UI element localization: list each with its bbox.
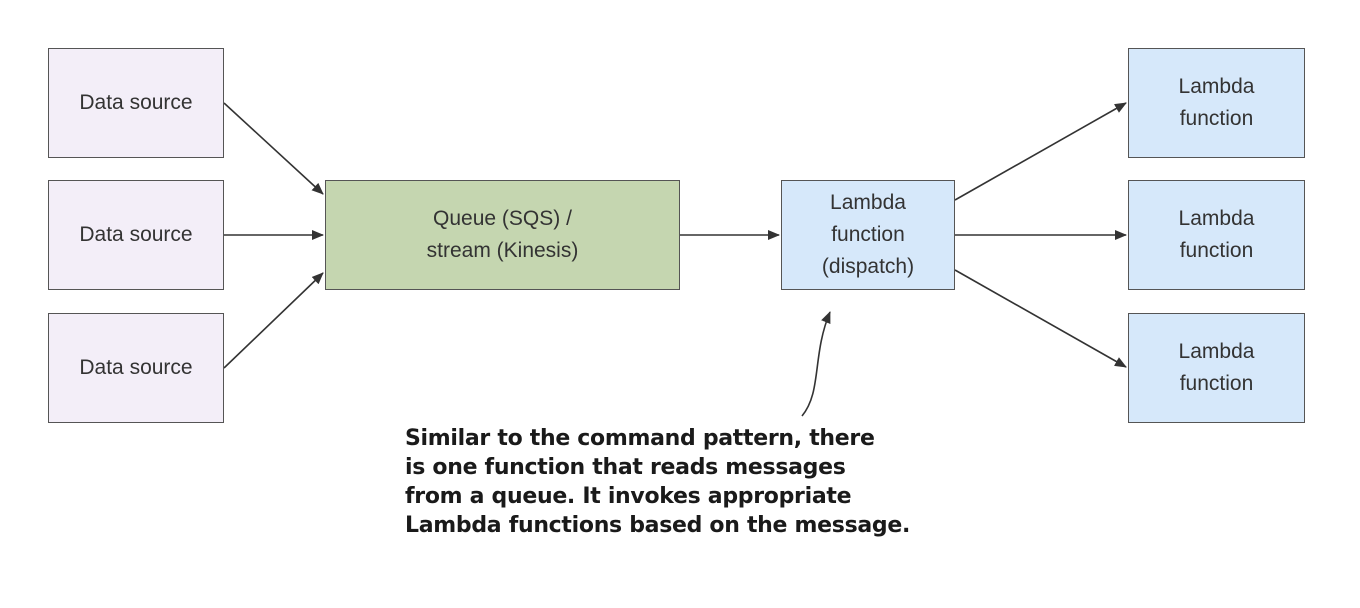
lambda-label-line: function (1179, 239, 1254, 262)
arrow-source-3-to-queue (223, 272, 324, 369)
lambda-label-line: function (1179, 372, 1254, 395)
annotation-line: from a queue. It invokes appropriate (405, 484, 852, 509)
lambda-label-line: Lambda (1178, 340, 1255, 363)
annotation-text: Similar to the command pattern, there is… (405, 424, 965, 540)
annotation-line: Similar to the command pattern, there (405, 426, 875, 451)
data-source-label: Data source (79, 91, 193, 114)
data-source-label: Data source (79, 223, 193, 246)
lambda-function-box-1: Lambda function (1128, 48, 1305, 158)
lambda-label-line: function (1179, 107, 1254, 130)
annotation-line: is one function that reads messages (405, 455, 846, 480)
dispatch-label-line: (dispatch) (821, 255, 915, 278)
lambda-function-label: Lambda function (1179, 71, 1255, 135)
data-source-box-3: Data source (48, 313, 224, 423)
lambda-function-label: Lambda function (1179, 203, 1255, 267)
queue-label-line: stream (Kinesis) (426, 239, 579, 262)
queue-stream-label: Queue (SQS) / stream (Kinesis) (427, 203, 579, 267)
arrow-source-1-to-queue (223, 102, 324, 195)
data-source-label: Data source (79, 356, 193, 379)
lambda-label-line: Lambda (1178, 207, 1255, 230)
data-source-box-2: Data source (48, 180, 224, 290)
queue-label-line: Queue (SQS) / (433, 207, 572, 230)
lambda-label-line: Lambda (1178, 75, 1255, 98)
queue-stream-box: Queue (SQS) / stream (Kinesis) (325, 180, 680, 290)
data-source-box-1: Data source (48, 48, 224, 158)
annotation-pointer-arrow (801, 311, 831, 417)
lambda-function-box-3: Lambda function (1128, 313, 1305, 423)
lambda-function-box-2: Lambda function (1128, 180, 1305, 290)
annotation-line: Lambda functions based on the message. (405, 513, 911, 538)
dispatch-lambda-box: Lambda function (dispatch) (781, 180, 955, 290)
arrow-dispatch-to-target-1 (954, 102, 1127, 201)
arrow-dispatch-to-target-3 (954, 269, 1127, 368)
lambda-function-label: Lambda function (1179, 336, 1255, 400)
dispatch-label-line: Lambda (830, 191, 906, 214)
dispatch-lambda-label: Lambda function (dispatch) (822, 187, 914, 283)
dispatch-label-line: function (831, 223, 905, 246)
